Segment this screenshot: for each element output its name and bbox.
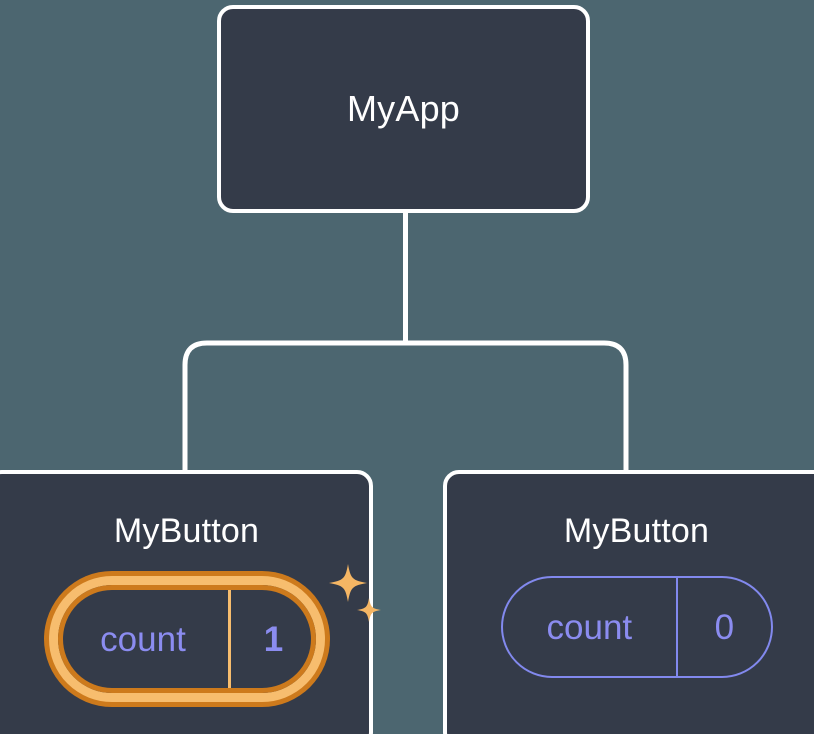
state-pill-right-value: 0 [676,578,770,676]
node-child-right-mybutton[interactable]: MyButton count 0 [443,470,814,734]
state-pill-left-value: 1 [228,585,315,693]
node-root-title: MyApp [346,88,461,129]
state-pill-right[interactable]: count 0 [500,576,773,678]
node-child-right-title: MyButton [563,512,710,550]
node-child-left-mybutton[interactable]: MyButton count 1 [0,470,381,734]
sparkle-icon-group [328,564,381,622]
state-pill-right-wrapper: count 0 [500,576,773,678]
node-child-left-title: MyButton [113,512,260,550]
state-pill-right-key: count [546,607,633,647]
node-root-myapp[interactable]: MyApp [217,5,590,213]
state-pill-left[interactable]: count 1 [48,576,325,702]
connector-branch [182,340,629,470]
state-pill-left-key: count [100,619,186,659]
sparkle-icon-large [328,564,367,602]
sparkle-icon-small [356,598,381,622]
state-pill-left-wrapper: count 1 [48,564,381,702]
